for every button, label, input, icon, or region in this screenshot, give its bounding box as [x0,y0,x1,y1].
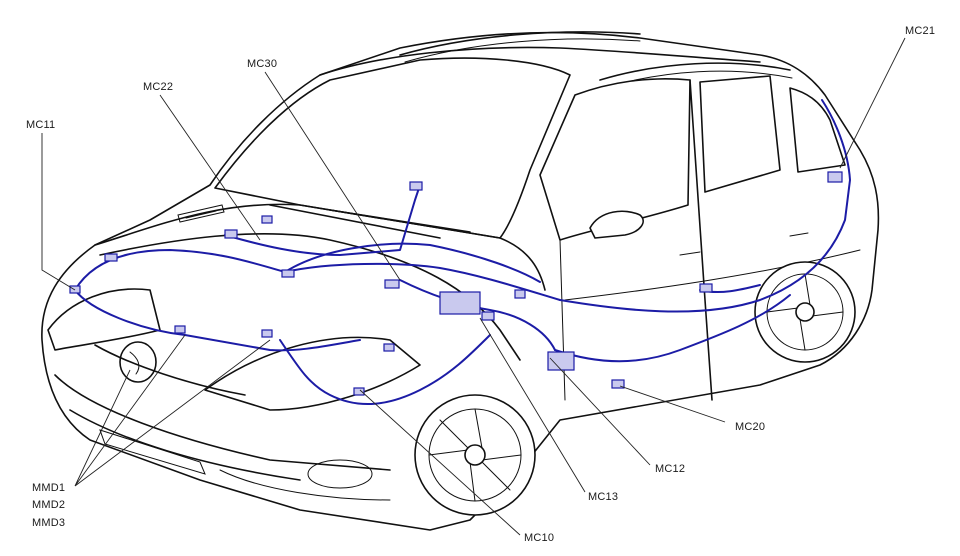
wiring-harness [69,99,851,406]
connector-clip [439,291,481,315]
callout-labels: MC11 MC22 MC30 MC21 MC20 MC12 MC13 MC10 … [26,25,935,544]
leader-mc10 [359,389,521,536]
connector-clip [481,311,495,321]
connector-clip [353,387,365,396]
harness-engine-lower [279,334,491,406]
harness-floor [554,294,791,363]
harness-side [559,99,851,313]
leader-mc30 [264,71,401,281]
car-body [41,31,880,531]
leader-mc13 [479,317,586,493]
label-mc11: MC11 [26,119,55,131]
connector-clip [281,269,295,278]
harness-center [399,279,556,351]
leader-mc12 [549,357,651,466]
label-mc30: MC30 [247,58,277,70]
connector-clip [611,379,625,389]
connector-clip [547,351,575,371]
leader-lines [41,37,906,536]
label-mc21: MC21 [905,25,935,37]
label-mc10: MC10 [524,532,554,544]
connector-clip [383,343,395,352]
connector-clip [261,215,273,224]
harness-hood-cross [284,242,541,283]
connector-clip [261,329,273,338]
connector-clip [104,253,118,262]
label-mc13: MC13 [588,491,618,503]
leader-mc21 [839,37,906,169]
connector-clip [827,171,843,183]
connector-clip [699,283,713,293]
leader-mc22 [159,94,261,241]
label-mmd3: MMD3 [32,517,65,529]
label-mmd1: MMD1 [32,482,65,494]
connector-clip [409,181,423,191]
connector-clip [514,289,526,299]
harness-cowl [224,184,421,256]
connector-clip [224,229,238,239]
label-mc20: MC20 [735,421,765,433]
leader-mmd [74,334,271,487]
label-mc22: MC22 [143,81,173,93]
label-mc12: MC12 [655,463,685,475]
connector-clip [174,325,186,334]
leader-mc11 [41,133,76,291]
connector-clip [384,279,400,289]
leader-mc20 [619,385,726,423]
label-mmd2: MMD2 [32,499,65,511]
